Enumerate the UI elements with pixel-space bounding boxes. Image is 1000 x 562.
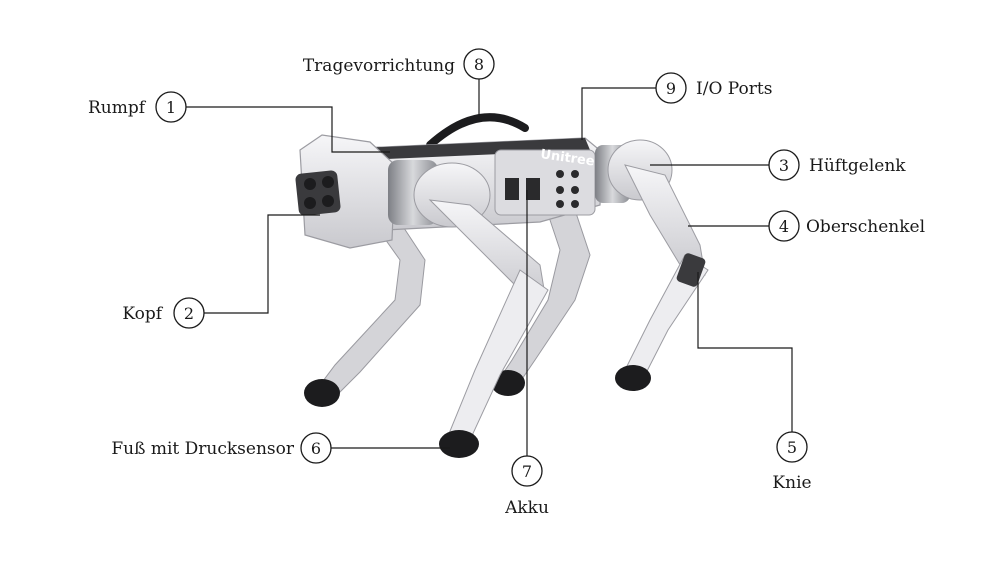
leader-lines xyxy=(186,79,793,456)
callout-number: 3 xyxy=(779,156,789,175)
foot-near-front xyxy=(439,430,479,458)
callout-5: 5 Knie xyxy=(772,431,812,493)
callout-label: Fuß mit Drucksensor xyxy=(111,439,295,459)
head xyxy=(295,134,396,249)
callout-number: 1 xyxy=(166,98,176,117)
foot-far-front xyxy=(304,379,340,407)
leader-line-5 xyxy=(697,272,793,432)
callout-number: 5 xyxy=(787,438,797,457)
carry-handle xyxy=(426,113,529,149)
foot-near-rear xyxy=(615,365,651,391)
callout-9: 9 I/O Ports xyxy=(655,72,772,104)
leader-line-9 xyxy=(581,87,656,140)
callout-number: 8 xyxy=(474,55,484,74)
leader-line-1 xyxy=(186,106,390,153)
callout-6: Fuß mit Drucksensor 6 xyxy=(111,432,332,464)
callout-label: Tragevorrichtung xyxy=(303,56,455,76)
callout-3: 3 Hüftgelenk xyxy=(768,149,906,181)
front-near-leg xyxy=(428,199,549,458)
callout-label: Hüftgelenk xyxy=(809,156,906,176)
callout-4: 4 Oberschenkel xyxy=(768,210,925,242)
callout-number: 9 xyxy=(666,79,676,98)
callout-label: Akku xyxy=(504,498,549,518)
callout-2: Kopf 2 xyxy=(122,297,205,329)
callout-number: 7 xyxy=(522,462,532,481)
callout-number: 4 xyxy=(779,217,789,236)
callout-number: 6 xyxy=(311,439,321,458)
callout-7: 7 Akku xyxy=(504,455,549,518)
robot-illustration: Unitree xyxy=(295,113,709,458)
leader-line-2 xyxy=(203,214,320,314)
callout-label: Kopf xyxy=(122,304,163,324)
callout-8: Tragevorrichtung 8 xyxy=(303,48,495,80)
callout-label: Knie xyxy=(772,473,811,493)
callout-label: Oberschenkel xyxy=(806,217,925,237)
callout-number: 2 xyxy=(184,304,194,323)
callout-1: Rumpf 1 xyxy=(88,91,187,123)
front-far-leg xyxy=(304,221,426,407)
callout-label: I/O Ports xyxy=(696,79,772,99)
rear-near-leg xyxy=(615,164,709,391)
callout-label: Rumpf xyxy=(88,98,147,118)
